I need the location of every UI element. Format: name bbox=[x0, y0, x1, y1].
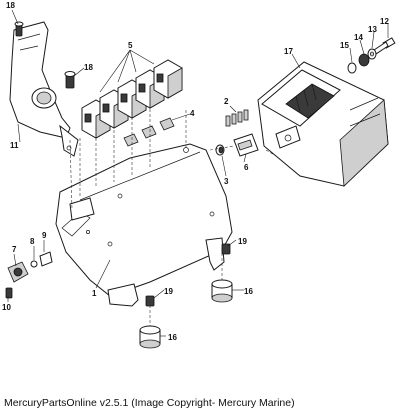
copyright-footer: MercuryPartsOnline v2.5.1 (Image Copyrig… bbox=[4, 397, 295, 409]
callout-9: 9 bbox=[42, 231, 47, 240]
callout-leaders bbox=[7, 9, 389, 337]
callout-13: 13 bbox=[368, 25, 377, 34]
callout-16-bottom: 16 bbox=[168, 333, 177, 342]
callout-15: 15 bbox=[340, 41, 349, 50]
callout-18-mid: 18 bbox=[84, 63, 93, 72]
callout-19-bottom: 19 bbox=[164, 287, 173, 296]
callout-19-right: 19 bbox=[238, 237, 247, 246]
part-18-screw-mid bbox=[64, 71, 76, 89]
callout-4: 4 bbox=[190, 109, 195, 118]
part-17-control-module bbox=[257, 61, 389, 187]
part-11-bracket bbox=[9, 21, 79, 157]
part-16-bushing-right bbox=[211, 279, 233, 303]
part-19-screw-right bbox=[221, 243, 231, 255]
part-18-screw-top bbox=[14, 21, 24, 37]
assembly-lines bbox=[69, 104, 301, 330]
part-13-washer bbox=[367, 48, 377, 60]
part-2-fuses bbox=[225, 105, 249, 127]
callout-14: 14 bbox=[354, 33, 363, 42]
part-7-sensor bbox=[7, 261, 29, 283]
part-1-mounting-plate bbox=[55, 143, 233, 307]
part-4-terminal-blocks bbox=[123, 113, 191, 147]
callout-12: 12 bbox=[380, 17, 389, 26]
callout-labels: 18 18 11 5 4 2 3 6 17 15 14 13 12 7 8 9 … bbox=[2, 1, 389, 342]
part-9-clip bbox=[39, 251, 53, 267]
callout-17: 17 bbox=[284, 47, 293, 56]
part-14-grommet bbox=[358, 53, 370, 67]
part-19-screw-bottom bbox=[145, 295, 155, 307]
part-5-relays bbox=[81, 49, 183, 139]
callout-5: 5 bbox=[128, 41, 133, 50]
callout-6: 6 bbox=[244, 163, 249, 172]
callout-11: 11 bbox=[10, 141, 19, 150]
part-3-connector bbox=[215, 144, 225, 156]
callout-2: 2 bbox=[224, 97, 229, 106]
part-8-nut bbox=[30, 260, 38, 268]
part-6-fuse-holder bbox=[233, 133, 259, 157]
callout-1: 1 bbox=[92, 289, 97, 298]
callout-7: 7 bbox=[12, 245, 17, 254]
part-10-screw bbox=[5, 287, 13, 299]
callout-16-right: 16 bbox=[244, 287, 253, 296]
callout-8: 8 bbox=[30, 237, 35, 246]
part-15-spacer bbox=[347, 62, 357, 74]
callout-3: 3 bbox=[224, 177, 229, 186]
part-16-bushing-bottom bbox=[139, 325, 161, 349]
callout-10: 10 bbox=[2, 303, 11, 312]
callout-18-top: 18 bbox=[6, 1, 15, 10]
